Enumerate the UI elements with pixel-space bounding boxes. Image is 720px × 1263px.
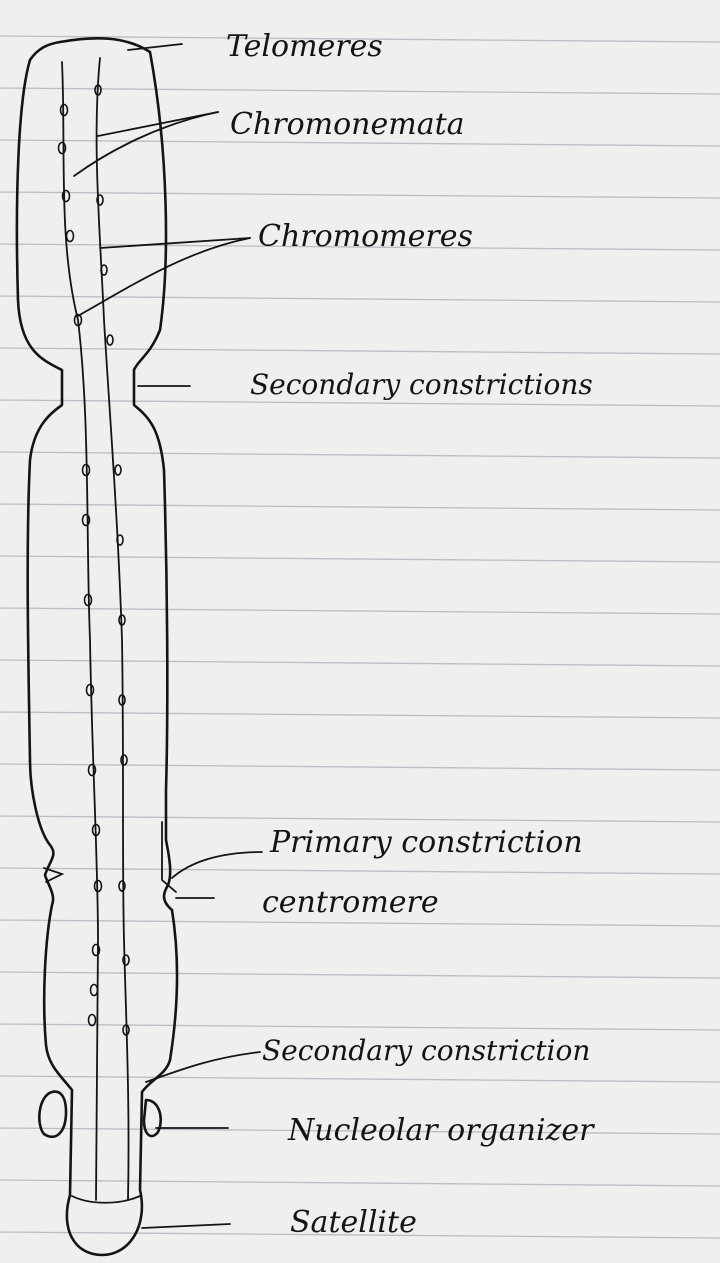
ruled-line	[0, 816, 720, 822]
chromonemata-threads	[62, 58, 129, 1200]
chromomere	[115, 465, 121, 475]
ruled-line	[0, 348, 720, 354]
chromomere	[67, 231, 74, 242]
ruled-line	[0, 1180, 720, 1186]
label-telomeres: Telomeres	[226, 29, 383, 64]
label-chromomeres: Chromomeres	[258, 219, 473, 254]
ruled-line	[0, 712, 720, 718]
ruled-line	[0, 608, 720, 614]
ruled-line	[0, 452, 720, 458]
label-nucleolar-organizer: Nucleolar organizer	[287, 1113, 595, 1148]
nucleolar-organizer-right	[144, 1100, 161, 1136]
ruled-line	[0, 868, 720, 874]
ruled-line	[0, 660, 720, 666]
label-chromonemata: Chromonemata	[230, 107, 465, 142]
ruled-line	[0, 972, 720, 978]
ruled-line	[0, 1076, 720, 1082]
label-secondary-constriction-lower: Secondary constriction	[262, 1034, 590, 1067]
label-centromere: centromere	[262, 885, 439, 920]
chromomere	[91, 985, 98, 996]
label-primary-constriction: Primary constriction	[269, 825, 583, 860]
chromomere	[89, 1015, 96, 1026]
nucleolar-organizer-left	[39, 1092, 66, 1137]
chromomere	[121, 755, 127, 765]
ruled-line	[0, 1024, 720, 1030]
label-secondary-constriction-upper: Secondary constrictions	[250, 368, 593, 401]
chromomere	[87, 685, 94, 696]
ruled-line	[0, 88, 720, 94]
label-satellite: Satellite	[290, 1205, 417, 1240]
leader-satellite	[142, 1224, 230, 1228]
chromomere	[107, 335, 113, 345]
leader-primary-constriction	[172, 852, 262, 878]
ruled-line	[0, 556, 720, 562]
ruled-line	[0, 192, 720, 198]
chromomere	[59, 143, 66, 154]
ruled-line	[0, 764, 720, 770]
leader-chromonemata-b	[74, 112, 218, 176]
ruled-line	[0, 504, 720, 510]
ruled-line	[0, 920, 720, 926]
chromomere	[89, 765, 96, 776]
satellite-line	[72, 1196, 140, 1203]
